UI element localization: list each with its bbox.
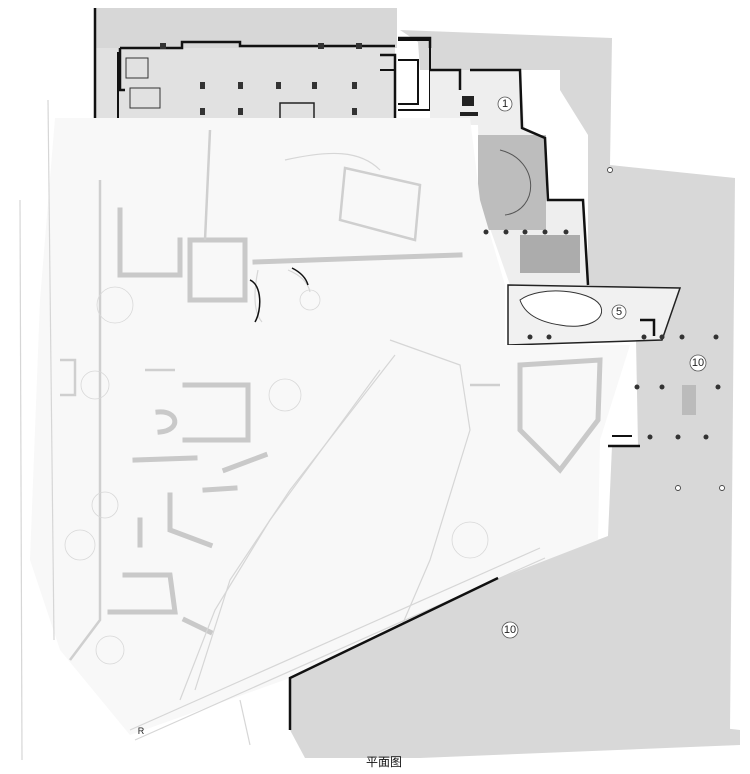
zone-label-10-east: 10 <box>689 354 707 372</box>
svg-text:10: 10 <box>692 357 704 369</box>
plan-caption: 平面图 <box>366 755 402 769</box>
trees <box>64 286 489 665</box>
east-plaza-columns <box>483 167 725 491</box>
svg-text:R: R <box>138 726 145 736</box>
marker-r: R <box>138 726 145 736</box>
building-zone-5 <box>507 284 682 346</box>
svg-text:10: 10 <box>504 624 516 636</box>
boundary-walls <box>249 267 640 730</box>
north-building-block <box>93 8 431 128</box>
landscape-walls <box>60 129 603 661</box>
surrounding-ground <box>290 30 740 758</box>
zone-label-1: 1 <box>497 96 513 112</box>
zone-label-10-south: 10 <box>501 621 519 639</box>
svg-text:5: 5 <box>616 306 622 318</box>
svg-text:1: 1 <box>502 98 508 110</box>
promenade-paths <box>19 99 546 761</box>
zone-label-5: 5 <box>611 304 627 320</box>
